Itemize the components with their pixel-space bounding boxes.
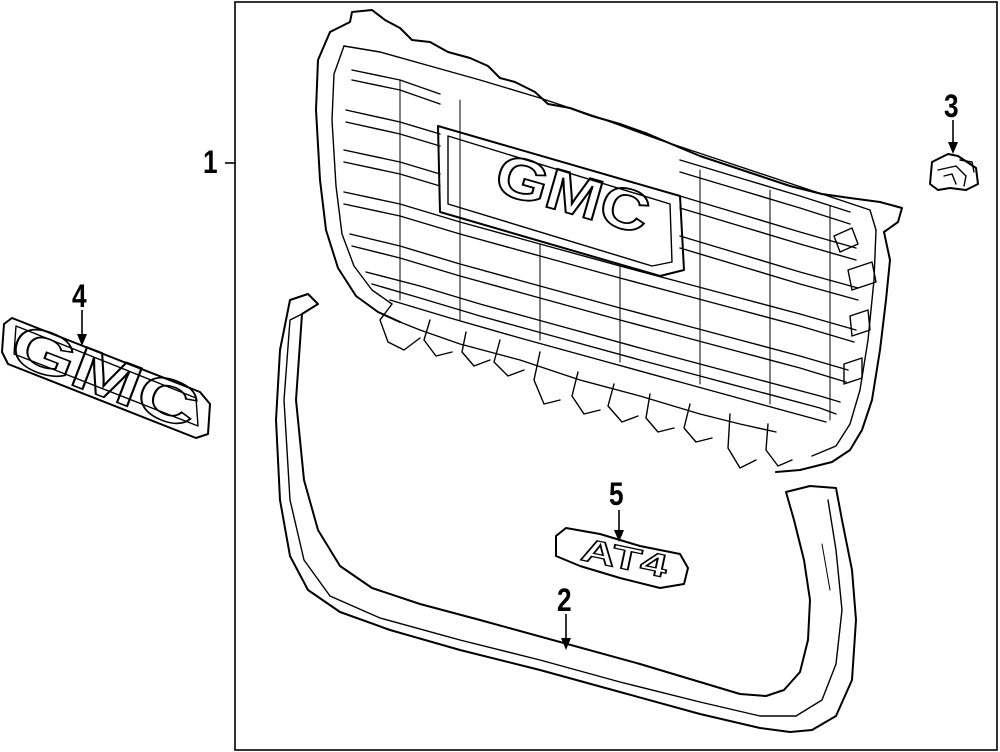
grille-slats <box>343 69 859 423</box>
grille-lower-clips <box>379 303 793 469</box>
at4-badge: AT4 <box>555 527 689 589</box>
callout-1: 1 <box>203 144 218 180</box>
grille-assembly: GMC <box>315 9 903 473</box>
gmc-emblem-text: GMC <box>2 310 208 442</box>
callout-2: 2 <box>557 582 572 618</box>
callout-3: 3 <box>944 88 959 124</box>
callout-arrows <box>77 120 958 650</box>
clip-part <box>929 153 979 191</box>
at4-badge-text: AT4 <box>578 531 671 584</box>
assembly-frame <box>234 1 998 751</box>
callout-5: 5 <box>609 476 624 512</box>
gmc-emblem: GMC <box>1 309 211 443</box>
grille-emblem-text: GMC <box>488 142 656 247</box>
grille-emblem-plate <box>437 125 685 277</box>
grille-molding <box>275 293 857 733</box>
callout-4: 4 <box>72 278 87 314</box>
grille-ribs <box>399 79 831 421</box>
